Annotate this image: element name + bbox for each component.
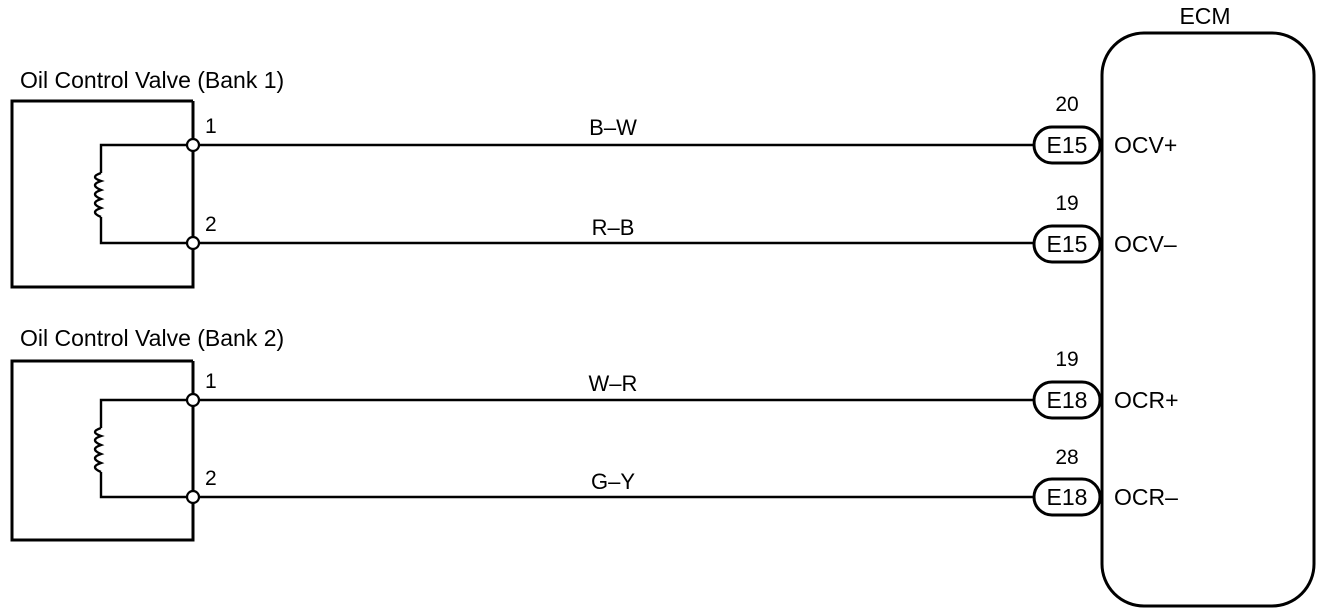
ecm-label: ECM (1179, 3, 1230, 29)
wire-w-r: W–R E18 19 OCR+ (199, 348, 1179, 420)
pin-label: 1 (205, 115, 217, 138)
signal-label: OCV– (1114, 231, 1177, 257)
ecm-box (1100, 31, 1316, 608)
signal-label: OCV+ (1114, 132, 1177, 158)
signal-label: OCR– (1114, 484, 1178, 510)
connector-label: E18 (1047, 484, 1088, 510)
pin-label: 2 (205, 467, 217, 490)
signal-label: OCR+ (1114, 387, 1179, 413)
solenoid-coil-icon (93, 143, 193, 245)
wire-color-label: B–W (589, 115, 637, 140)
wire-color-label: G–Y (591, 469, 635, 494)
terminal-number: 20 (1055, 93, 1078, 116)
connector (1032, 477, 1102, 517)
component-box-bank2 (10, 359, 195, 542)
connector-label: E15 (1047, 231, 1088, 257)
wire-color-label: W–R (589, 371, 638, 396)
connector-label: E15 (1047, 132, 1088, 158)
solenoid-coil-icon (93, 398, 193, 499)
terminal-circle (185, 392, 201, 408)
terminal-number: 19 (1055, 192, 1078, 215)
component-box-bank1 (10, 99, 195, 289)
terminal-circle (185, 235, 201, 251)
connector (1032, 380, 1102, 420)
component-title-bank1: Oil Control Valve (Bank 1) (20, 67, 284, 93)
connector (1032, 125, 1102, 165)
wire-b-w: B–W E15 20 OCV+ (199, 93, 1177, 165)
connector (1032, 224, 1102, 264)
wire-g-y: G–Y E18 28 OCR– (199, 446, 1178, 517)
pin-label: 2 (205, 213, 217, 236)
connector-label: E18 (1047, 387, 1088, 413)
terminal-circle (185, 489, 201, 505)
wire-r-b: R–B E15 19 OCV– (199, 192, 1177, 264)
pin-label: 1 (205, 370, 217, 393)
terminal-circle (185, 137, 201, 153)
terminal-number: 28 (1055, 446, 1078, 469)
component-title-bank2: Oil Control Valve (Bank 2) (20, 325, 284, 351)
wire-color-label: R–B (592, 215, 635, 240)
terminal-number: 19 (1055, 348, 1078, 371)
